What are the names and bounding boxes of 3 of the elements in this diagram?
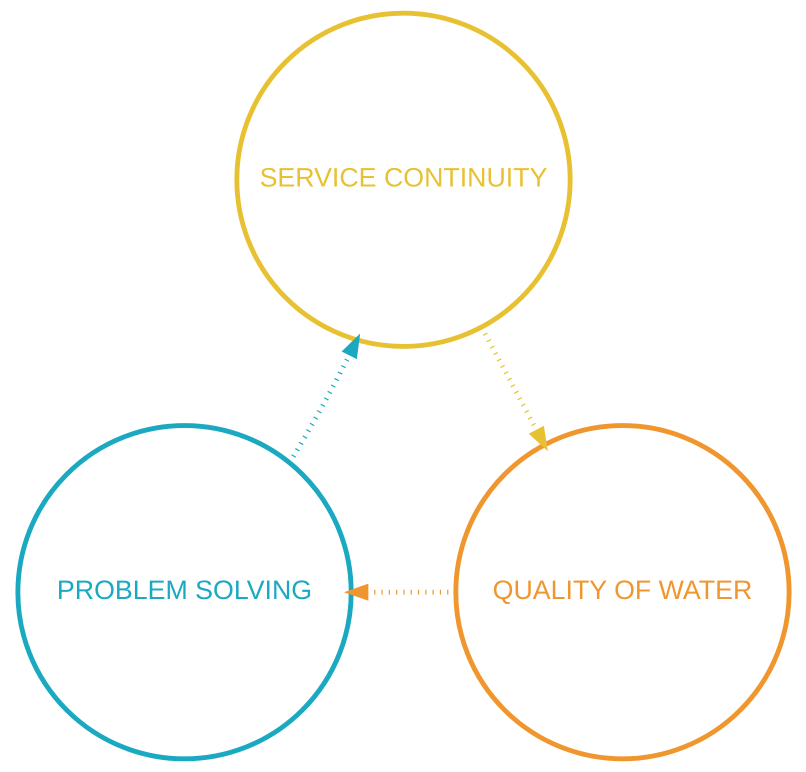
node-circle: PROBLEM SOLVING bbox=[14, 423, 354, 762]
node-circle: SERVICE CONTINUITY bbox=[234, 10, 572, 349]
node-circle: QUALITY OF WATER bbox=[452, 423, 792, 762]
